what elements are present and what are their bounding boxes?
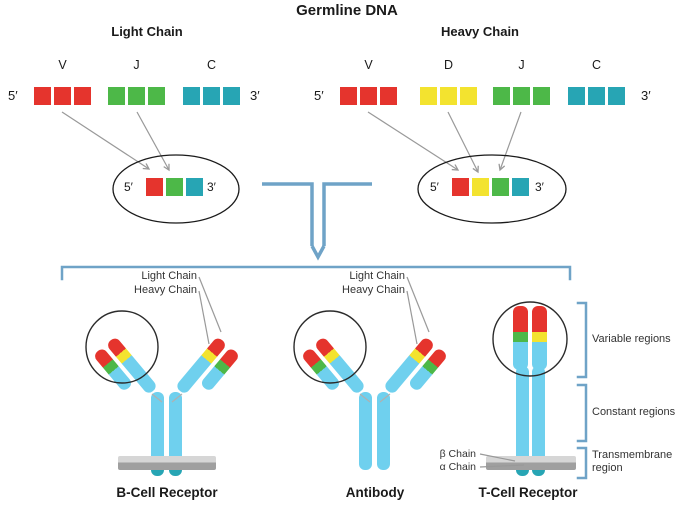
yellow-gene-segment <box>440 87 457 105</box>
green-gene-segment <box>492 178 509 196</box>
bcell-light-chain-pointer <box>198 276 222 333</box>
antibody-heavy-chain-callout: Heavy Chain <box>342 284 405 296</box>
red-gene-segment <box>340 87 357 105</box>
light-three-prime-label: 3′ <box>250 88 260 103</box>
antibody-light-chain-callout: Light Chain <box>349 270 405 282</box>
teal-gene-segment <box>183 87 200 105</box>
tcell-chain-alpha <box>532 366 545 476</box>
heavy-recombined-three-prime: 3′ <box>535 180 544 194</box>
red-gene-segment <box>452 178 469 196</box>
green-gene-segment <box>148 87 165 105</box>
heavy-c-label: C <box>591 58 602 72</box>
tcell-variable-bar-alpha <box>532 306 547 370</box>
light-recombined-three-prime: 3′ <box>207 180 216 194</box>
light-c-segments <box>183 87 240 105</box>
merge-arrow-tip <box>310 245 326 261</box>
green-gene-segment <box>108 87 125 105</box>
light-j-segments <box>108 87 165 105</box>
bcell-heavy-chain-callout: Heavy Chain <box>134 284 197 296</box>
antibody-heavy-chain-pointer <box>406 290 418 345</box>
antibody-stem-right <box>377 392 390 470</box>
green-gene-segment <box>166 178 183 196</box>
merge-arrow-left <box>262 182 314 246</box>
light-chain-heading: Light Chain <box>111 24 183 39</box>
heavy-j-label: J <box>518 58 525 72</box>
heavy-five-prime-label: 5′ <box>314 88 324 103</box>
teal-gene-segment <box>512 178 529 196</box>
red-gene-segment <box>146 178 163 196</box>
teal-gene-segment <box>608 87 625 105</box>
merge-arrow-right <box>322 182 372 246</box>
teal-gene-segment <box>186 178 203 196</box>
red-gene-segment <box>74 87 91 105</box>
diagram-title: Germline DNA <box>296 2 398 19</box>
heavy-recombined-segments <box>452 178 529 196</box>
tcell-zoom-circle <box>492 301 568 377</box>
green-gene-segment <box>533 87 550 105</box>
light-v-label: V <box>58 58 67 72</box>
constant-regions-bracket <box>576 383 588 443</box>
transmembrane-region-bracket <box>576 446 588 480</box>
heavy-v-segments <box>340 87 397 105</box>
antibody-light-chain-pointer <box>406 276 430 333</box>
bcell-light-chain-callout: Light Chain <box>141 270 197 282</box>
heavy-c-segments <box>568 87 625 105</box>
antibody-stem-left <box>359 392 372 470</box>
tcell-membrane <box>486 456 576 470</box>
variable-regions-label: Variable regions <box>592 333 671 345</box>
red-gene-segment <box>34 87 51 105</box>
tcell-chain-beta <box>516 366 529 476</box>
teal-gene-segment <box>588 87 605 105</box>
green-gene-segment <box>513 87 530 105</box>
red-gene-segment <box>360 87 377 105</box>
heavy-chain-heading: Heavy Chain <box>440 24 520 39</box>
tcell-receptor-label: T-Cell Receptor <box>478 485 578 500</box>
light-v-recombination-arrow <box>61 111 149 169</box>
red-gene-segment <box>54 87 71 105</box>
light-c-label: C <box>206 58 217 72</box>
variable-regions-bracket <box>576 301 588 379</box>
heavy-d-segments <box>420 87 477 105</box>
light-recombined-segments <box>146 178 203 196</box>
bcell-membrane <box>118 456 216 470</box>
transmembrane-region-label: Transmembrane region <box>592 449 673 474</box>
yellow-gene-segment <box>472 178 489 196</box>
constant-regions-label: Constant regions <box>592 406 676 418</box>
heavy-v-label: V <box>364 58 373 72</box>
alpha-chain-label: α Chain <box>439 461 476 473</box>
antibody-label: Antibody <box>345 485 405 500</box>
teal-gene-segment <box>223 87 240 105</box>
light-recombined-five-prime: 5′ <box>124 180 133 194</box>
heavy-v-recombination-arrow <box>367 111 458 170</box>
heavy-d-recombination-arrow <box>447 111 478 172</box>
green-gene-segment <box>128 87 145 105</box>
heavy-three-prime-label: 3′ <box>641 88 651 103</box>
bcell-receptor-label: B-Cell Receptor <box>116 485 218 500</box>
yellow-gene-segment <box>460 87 477 105</box>
bcell-stem-left <box>151 392 164 476</box>
heavy-d-label: D <box>443 58 454 72</box>
beta-chain-label: β Chain <box>439 448 476 460</box>
light-v-segments <box>34 87 91 105</box>
heavy-j-recombination-arrow <box>500 111 522 170</box>
light-five-prime-label: 5′ <box>8 88 18 103</box>
light-j-recombination-arrow <box>136 111 169 170</box>
tcell-variable-bar-beta <box>513 306 528 370</box>
teal-gene-segment <box>568 87 585 105</box>
yellow-gene-segment <box>420 87 437 105</box>
bcell-heavy-chain-pointer <box>198 290 210 345</box>
light-j-label: J <box>133 58 140 72</box>
heavy-recombined-five-prime: 5′ <box>430 180 439 194</box>
heavy-j-segments <box>493 87 550 105</box>
bcell-stem-right <box>169 392 182 476</box>
red-gene-segment <box>380 87 397 105</box>
teal-gene-segment <box>203 87 220 105</box>
green-gene-segment <box>493 87 510 105</box>
